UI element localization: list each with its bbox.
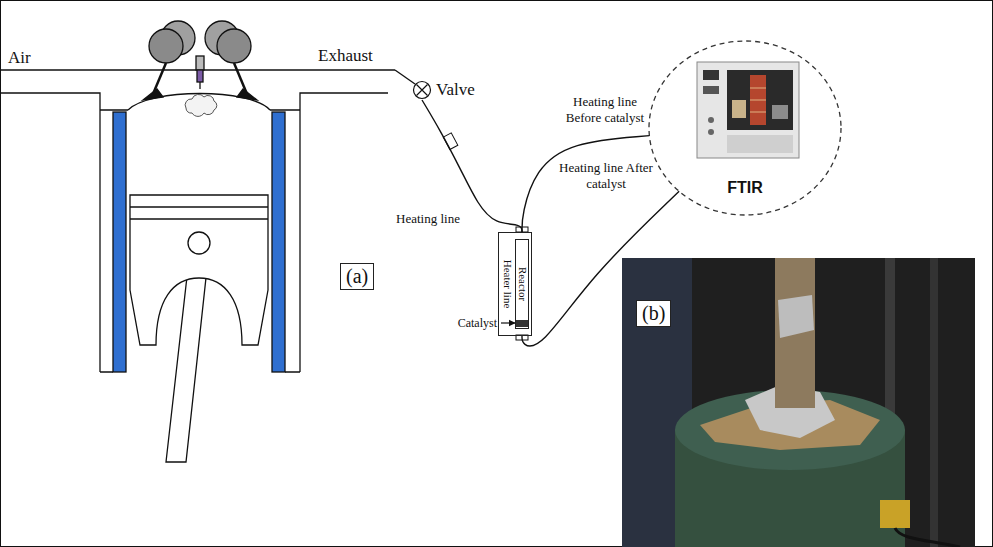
instrument-part xyxy=(732,100,746,118)
figure-tag: (b) xyxy=(636,300,671,327)
instrument-cell xyxy=(750,75,766,125)
heating-line xyxy=(522,191,679,346)
instrument-band xyxy=(750,100,766,101)
valve-symbol xyxy=(414,82,431,99)
node-text: (a) xyxy=(346,265,368,287)
valve-symbol xyxy=(417,85,428,96)
exhaust-port-wall xyxy=(300,93,388,110)
photo-device xyxy=(880,500,910,528)
spark-electrode xyxy=(199,82,200,89)
cylinder-wall xyxy=(99,110,100,372)
photo-frame xyxy=(930,258,938,547)
photo-cable xyxy=(895,528,960,547)
instrument-window xyxy=(727,70,793,130)
instrument-knob xyxy=(708,129,714,135)
callout-circle xyxy=(649,41,841,215)
exhaust-pipe xyxy=(395,70,415,84)
instrument-display xyxy=(703,86,719,94)
instrument-band xyxy=(750,112,766,113)
piston-ring xyxy=(130,218,268,219)
cylinder-wall xyxy=(299,110,300,372)
valve-stem xyxy=(153,63,166,94)
combustion-cloud xyxy=(185,94,217,116)
instrument-band xyxy=(750,88,766,89)
cam-lobe xyxy=(149,29,183,63)
valve-node: Valve xyxy=(412,80,475,100)
spark-plug-tip xyxy=(197,70,203,82)
piston xyxy=(130,195,268,345)
part-label: Exhaust xyxy=(318,46,373,66)
engine-illustration xyxy=(0,21,415,462)
spark-plug xyxy=(196,56,204,70)
node-text: Heater line xyxy=(502,260,513,309)
node-text: Reactor xyxy=(517,267,528,301)
instrument-case xyxy=(697,62,799,158)
node-text: (b) xyxy=(642,302,665,324)
line-label: Heating line After catalyst xyxy=(556,160,656,191)
line-label: Heating line Before catalyst xyxy=(555,94,655,125)
ftir-instrument xyxy=(697,62,799,158)
instrument-knob xyxy=(708,117,714,123)
photo-foil xyxy=(778,295,814,338)
ftir-callout: FTIR xyxy=(648,40,842,216)
photo-column xyxy=(775,258,815,408)
line-label: Heating line xyxy=(396,211,460,227)
intake-port-wall xyxy=(0,93,100,110)
valve-head xyxy=(237,89,257,100)
cylinder-base xyxy=(100,371,300,372)
cylinder-liner xyxy=(113,112,126,372)
node-text: FTIR xyxy=(727,178,763,197)
figure-tag: (a) xyxy=(340,263,374,290)
instrument-part xyxy=(772,105,788,119)
part-label: Air xyxy=(8,48,31,68)
cylinder-liner xyxy=(272,112,285,372)
valve-symbol xyxy=(412,80,432,100)
node-text: Valve xyxy=(436,80,475,100)
photo-ground xyxy=(622,258,975,547)
heater-housing: Heater line Reactor xyxy=(498,232,532,336)
heating-line xyxy=(522,136,649,232)
cam-lobe xyxy=(217,29,251,63)
instrument-display xyxy=(703,70,719,80)
reactor-tube: Reactor xyxy=(515,239,529,329)
part-label: Catalyst xyxy=(458,316,497,330)
valve-head xyxy=(143,89,163,100)
valve-stem xyxy=(234,63,247,94)
instrument-panel xyxy=(727,135,793,153)
catalyst-bed xyxy=(516,320,528,327)
leader-arrow xyxy=(501,322,515,323)
piston-pin xyxy=(188,232,210,254)
setup-photo xyxy=(622,258,975,547)
piston-ring xyxy=(130,206,268,207)
